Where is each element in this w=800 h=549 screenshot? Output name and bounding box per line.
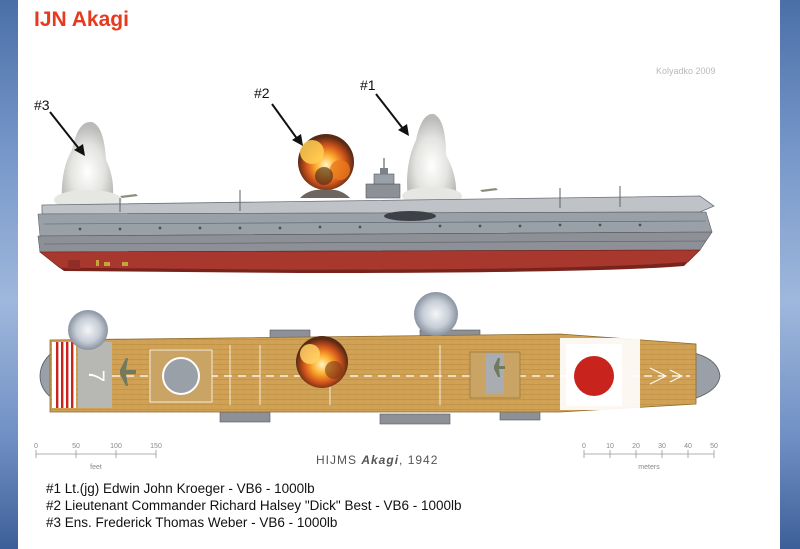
- feet-tick-100: 100: [110, 443, 122, 450]
- ship-caption-prefix: HIJMS: [316, 453, 362, 467]
- legend-line-3: #3 Ens. Frederick Thomas Weber - VB6 - 1…: [46, 515, 338, 530]
- deck-number: 7: [84, 370, 109, 382]
- splash-3-top: [68, 310, 108, 350]
- feet-tick-50: 50: [72, 443, 80, 450]
- hit-marker-3: #3: [34, 97, 50, 113]
- legend-line-2: #2 Lieutenant Commander Richard Halsey "…: [46, 498, 462, 513]
- hit-marker-2: #2: [254, 85, 270, 101]
- explosion-2-side: [298, 134, 354, 190]
- meters-tick-40: 40: [684, 443, 692, 450]
- hit-marker-1: #1: [360, 77, 376, 93]
- splash-1-side: [402, 113, 462, 205]
- top-view: [39, 292, 721, 425]
- content-panel: [18, 0, 780, 549]
- ship-caption-suffix: , 1942: [399, 453, 439, 467]
- feet-tick-0: 0: [34, 443, 38, 450]
- meters-tick-20: 20: [632, 443, 640, 450]
- feet-unit-label: feet: [90, 464, 102, 471]
- ship-caption: HIJMS Akagi, 1942: [316, 453, 438, 467]
- meters-tick-30: 30: [658, 443, 666, 450]
- hit-legend: #1 Lt.(jg) Edwin John Kroeger - VB6 - 10…: [46, 480, 462, 531]
- hit-arrows: [49, 93, 409, 156]
- hinomaru: [566, 344, 622, 406]
- artist-credit: Kolyadko 2009: [656, 66, 716, 76]
- meters-tick-10: 10: [606, 443, 614, 450]
- scale-bar-feet: 0 50 100 150 feet: [34, 443, 162, 471]
- page-title: IJN Akagi: [34, 8, 129, 31]
- feet-tick-150: 150: [150, 443, 162, 450]
- island-superstructure: [365, 158, 401, 199]
- explosion-2-top: [296, 336, 348, 388]
- meters-unit-label: meters: [638, 464, 660, 471]
- legend-line-1: #1 Lt.(jg) Edwin John Kroeger - VB6 - 10…: [46, 481, 315, 496]
- side-profile: [37, 113, 715, 273]
- meters-tick-50: 50: [710, 443, 718, 450]
- stern-stripes: [52, 342, 76, 408]
- scale-bar-meters: 0 10 20 30 40 50 meters: [582, 443, 718, 471]
- meters-tick-0: 0: [582, 443, 586, 450]
- ship-caption-name: Akagi: [361, 453, 400, 467]
- splash-3-side: [54, 121, 122, 210]
- aft-elevator: [149, 349, 213, 403]
- splash-1-top: [414, 292, 458, 336]
